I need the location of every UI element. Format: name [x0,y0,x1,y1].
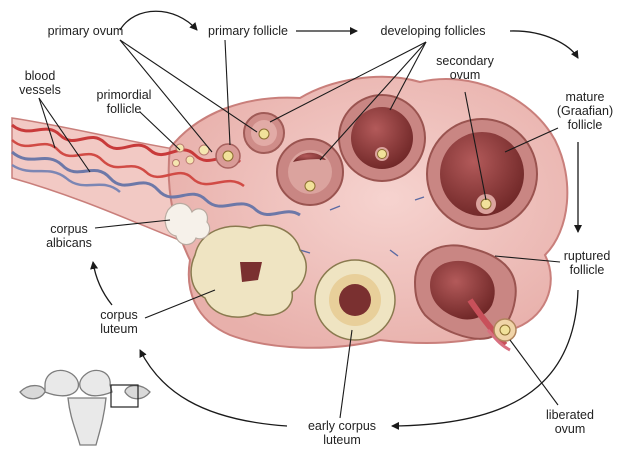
label-corpus-luteum: corpus luteum [100,308,138,336]
label-primary-follicle: primary follicle [208,24,288,38]
artery-vessel-2 [11,139,245,188]
corpus-albicans [164,202,211,246]
arrow-ruptured-to-early-cl [391,289,579,430]
label-mature-follicle: mature (Graafian) follicle [556,90,614,132]
label-primary-ovum: primary ovum [47,24,124,38]
arrow-early-cl-to-cl [139,349,288,427]
label-corpus-albicans: corpus albicans [46,222,92,250]
vein-vessel-2 [11,163,121,193]
developing-follicle-1 [243,112,285,154]
vein-vessel [11,150,301,217]
label-blood-vessels: blood vessels [19,69,61,97]
liberated-ovum [493,318,517,342]
corpus-luteum [190,224,307,318]
primordial-follicles [172,143,210,167]
label-liberated-ovum: liberated ovum [546,408,594,436]
graafian-follicle [426,118,538,230]
uterus-thumbnail [19,369,151,446]
developing-follicle-3 [338,94,426,182]
ruptured-follicle [413,244,517,352]
artery-vessel [11,123,242,164]
arrow-ovum-to-primary [119,10,198,31]
label-secondary-ovum: secondary ovum [436,54,494,82]
leader-lines [38,39,561,419]
early-corpus-luteum [314,259,396,341]
arrow-developing-to-mature [509,30,579,59]
label-primordial-follicle: primordial follicle [96,88,152,116]
primary-follicle [215,143,241,169]
developing-follicle-2 [276,138,344,206]
label-early-corpus-luteum: early corpus luteum [307,419,377,447]
label-ruptured-follicle: ruptured follicle [563,249,611,277]
label-developing-follicles: developing follicles [380,24,486,38]
arrow-cl-to-albicans [90,261,113,306]
